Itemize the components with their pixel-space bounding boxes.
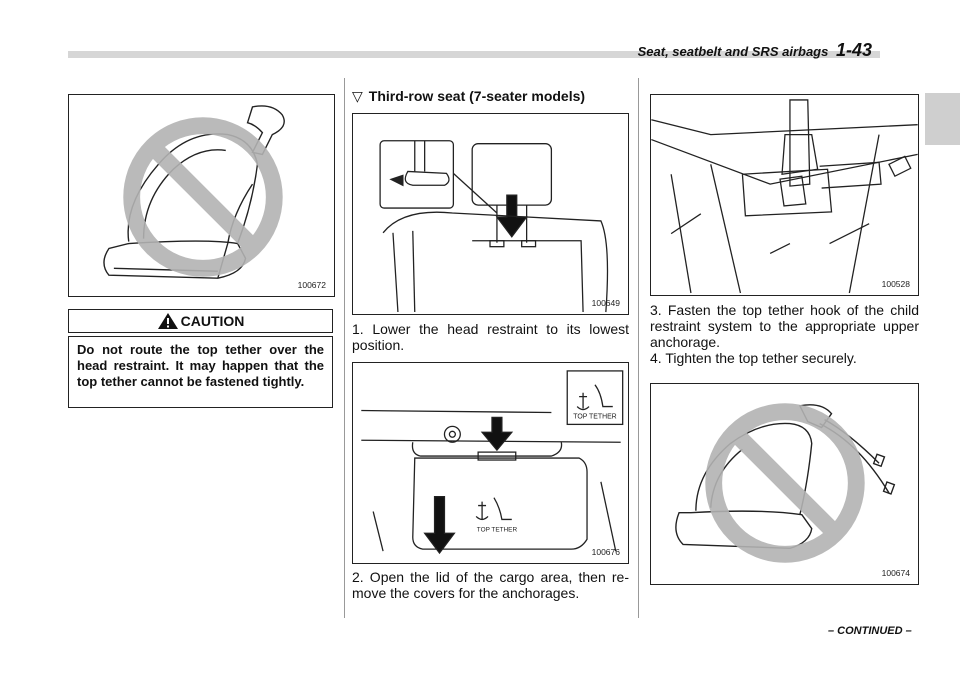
- caution-label: CAUTION: [180, 313, 245, 329]
- figure-cargo-lid: TOP TETHER TOP TETHER 100676: [352, 362, 629, 564]
- tether-label-cover: TOP TETHER: [477, 526, 518, 533]
- head-restraint-illustration: [379, 140, 609, 313]
- tether-over-seat-illustration: [675, 403, 896, 563]
- tether-label-top: TOP TETHER: [573, 413, 616, 420]
- figure-number: 100672: [297, 280, 326, 290]
- section-title: Seat, seatbelt and SRS airbags: [637, 44, 829, 59]
- figure-number: 100676: [591, 547, 620, 557]
- caution-text: Do not route the top tether over the hea…: [68, 336, 333, 408]
- section-heading-text: Third-row seat (7-seater models): [368, 88, 586, 104]
- figure-number: 100528: [881, 279, 910, 289]
- figure-seat-prohibited: 100672: [68, 94, 335, 297]
- section-heading: ▽ Third-row seat (7-seater models): [352, 88, 585, 105]
- figure-number: 100674: [881, 568, 910, 578]
- seat-illustration: [103, 105, 285, 279]
- header-rule: [68, 51, 880, 58]
- caution-heading: CAUTION: [68, 309, 333, 333]
- figure-tether-hook: 100528: [650, 94, 919, 296]
- figure-tether-prohibited: 100674: [650, 383, 919, 585]
- figure-head-restraint: 100649: [352, 113, 629, 315]
- step-2-text: 2. Open the lid of the cargo area, then …: [352, 569, 629, 601]
- warning-triangle-icon: [157, 313, 178, 329]
- section-marker: ▽: [352, 88, 363, 104]
- page-number: 1-43: [835, 40, 872, 60]
- tether-hook-illustration: [651, 99, 918, 294]
- column-divider-left: [344, 78, 345, 618]
- step-1-text: 1. Lower the head restraint to its lowes…: [352, 321, 629, 353]
- figure-number: 100649: [591, 298, 620, 308]
- cargo-lid-illustration: TOP TETHER TOP TETHER: [361, 370, 624, 555]
- chapter-tab: [925, 93, 960, 145]
- column-divider-right: [638, 78, 639, 618]
- continued-marker: – CONTINUED –: [828, 625, 912, 637]
- page-header: Seat, seatbelt and SRS airbags 1-43: [638, 40, 872, 61]
- step-3-text: 3. Fasten the top tether hook of the chi…: [650, 302, 919, 350]
- step-4-text: 4. Tighten the top tether securely.: [650, 350, 857, 366]
